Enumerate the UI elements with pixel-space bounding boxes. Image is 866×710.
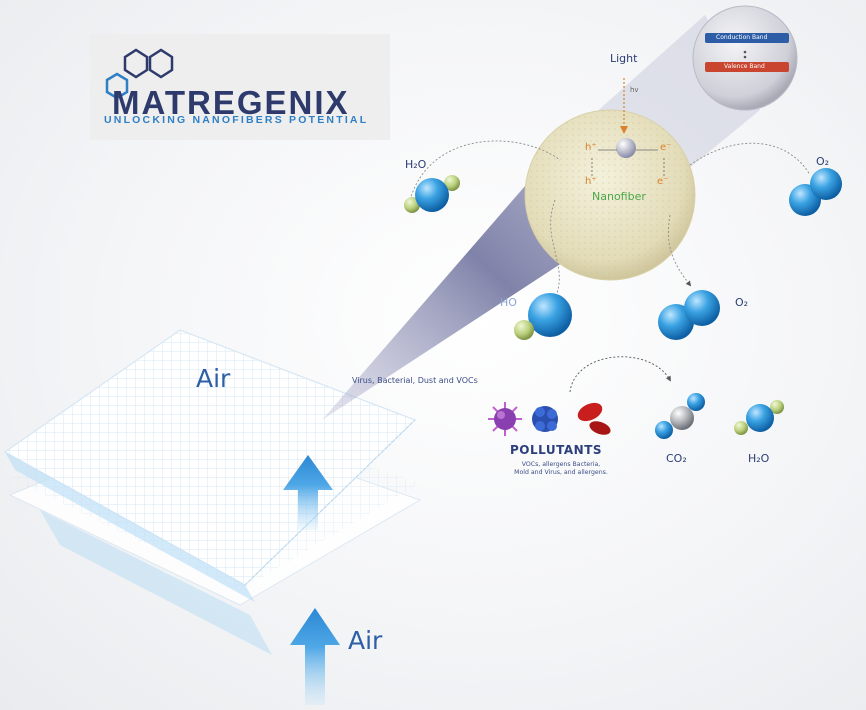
o2-out-label: O₂ <box>735 296 749 309</box>
o2-in-label: O₂ <box>816 155 830 168</box>
molecule-icon <box>514 293 572 340</box>
pollutants-description-line1: VOCs, allergens Bacteria, <box>521 461 601 468</box>
logo-hexagon-icon <box>105 48 174 100</box>
logo-wordmark: MATREGENIX <box>112 84 350 121</box>
light-label: Light <box>610 52 638 65</box>
molecule-icon <box>789 168 842 216</box>
conduction-band-label: Conduction Band <box>716 34 768 41</box>
hv-label: hv <box>630 86 639 94</box>
bacteria-icon <box>532 406 558 432</box>
valence-band-label: Valence Band <box>724 63 765 70</box>
up-arrow-icon <box>283 455 333 530</box>
pollutants-title: POLLUTANTS <box>510 443 603 457</box>
red-blood-cell-icon <box>577 402 611 435</box>
electron-label-lower: e⁻ <box>657 176 669 187</box>
molecule-icon <box>658 290 720 340</box>
catalyst-particle <box>616 138 636 158</box>
molecule-icon <box>655 393 705 439</box>
nanofiber-sphere <box>524 109 696 281</box>
conduction-band <box>705 33 789 43</box>
ho-label: HO <box>500 296 517 309</box>
h2o-in-label: H₂O <box>405 158 427 171</box>
molecule-icon <box>404 175 460 213</box>
pollutants-description-line2: Mold and Virus, and allergens. <box>514 469 608 476</box>
virus-icon <box>488 402 522 436</box>
h2o-out-label: H₂O <box>748 452 770 465</box>
hole-label: h⁺ <box>585 142 597 153</box>
up-arrow-icon <box>290 608 340 705</box>
air-label-bottom: Air <box>348 626 383 655</box>
filter-layers <box>3 329 422 655</box>
nanofiber-label: Nanofiber <box>592 190 646 203</box>
electron-label: e⁻ <box>660 142 672 153</box>
hole-label-lower: h⁺ <box>585 176 597 187</box>
air-label-top: Air <box>196 364 231 393</box>
pointer-caption: Virus, Bacterial, Dust and VOCs <box>352 376 478 385</box>
band-inset <box>692 5 798 111</box>
valence-band <box>705 62 789 72</box>
molecule-icon <box>734 400 784 435</box>
logo-tagline: UNLOCKING NANOFIBERS POTENTIAL <box>104 114 369 126</box>
co2-label: CO₂ <box>666 452 687 465</box>
